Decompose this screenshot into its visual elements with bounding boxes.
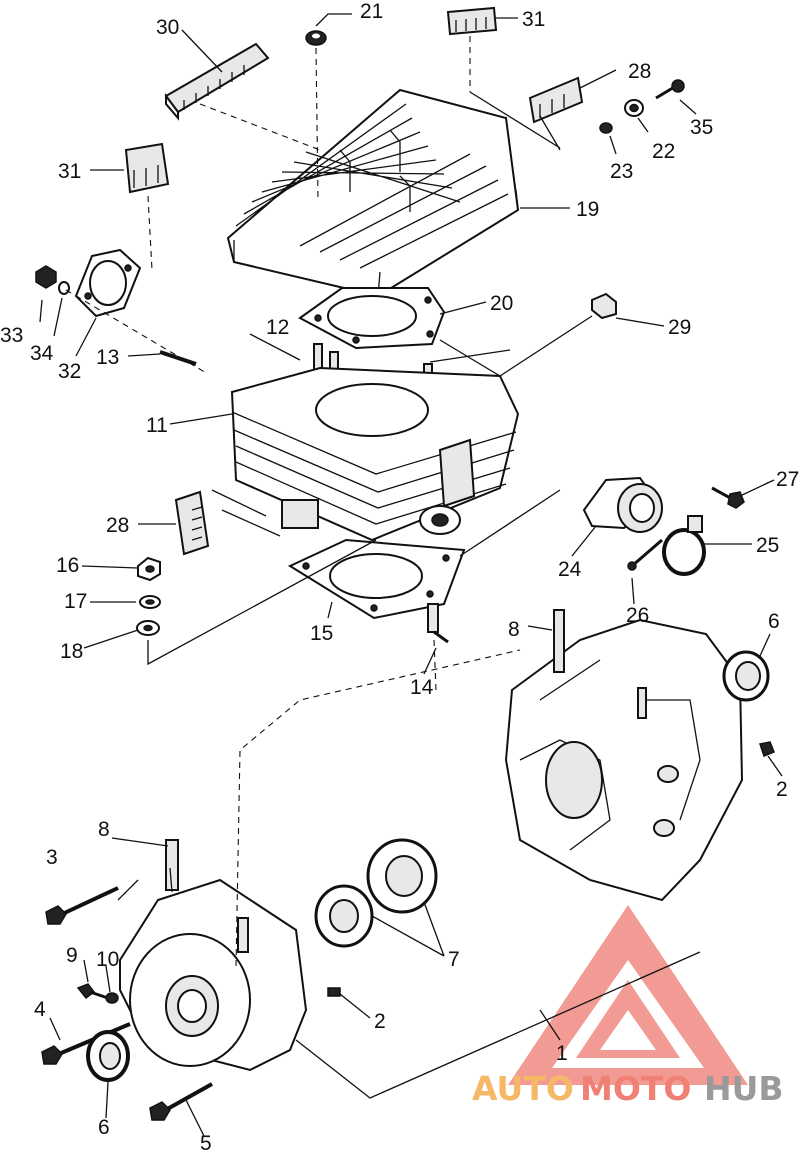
- part-crankcase-right-half: [504, 609, 744, 902]
- part-9-bolt: [76, 983, 109, 1000]
- callout-5: 5: [200, 1132, 212, 1153]
- callout-25: 25: [756, 534, 779, 557]
- part-6-seal-right: [722, 650, 770, 702]
- callout-22: 22: [652, 140, 675, 163]
- callout-1: 1: [556, 1042, 568, 1065]
- callout-12: 12: [266, 316, 289, 339]
- callout-8-left: 8: [98, 818, 110, 841]
- callout-9: 9: [66, 944, 78, 967]
- part-18-washer: [136, 620, 160, 636]
- part-19-cylinder-head: [226, 88, 520, 298]
- part-27-screw: [711, 486, 745, 509]
- part-2-pin-left: [327, 987, 341, 997]
- part-34-washer: [58, 281, 70, 295]
- callout-13: 13: [96, 346, 119, 369]
- callout-2-right: 2: [776, 778, 788, 801]
- callout-33: 33: [0, 324, 23, 347]
- callout-2-left: 2: [374, 1010, 386, 1033]
- part-10-washer: [105, 992, 119, 1004]
- part-crankcase-left-half: [119, 839, 308, 1072]
- callout-28-top: 28: [628, 60, 651, 83]
- watermark-auto: AUTO: [472, 1069, 574, 1108]
- callout-4: 4: [34, 998, 46, 1021]
- callout-26: 26: [626, 604, 649, 627]
- part-33-nut: [35, 265, 57, 289]
- callout-8-right: 8: [508, 618, 520, 641]
- part-3-bolt: [45, 886, 119, 925]
- part-6-seal-left: [86, 1030, 130, 1082]
- watermark-logo: [508, 905, 748, 1085]
- part-25-clamp: [662, 515, 706, 576]
- watermark-hub: HUB: [704, 1069, 784, 1108]
- part-2-pin-right: [759, 741, 775, 757]
- watermark-text: AUTO MOTO HUB: [472, 1069, 784, 1108]
- part-14-fitting: [427, 603, 449, 644]
- part-30-fin-bar: [164, 42, 270, 121]
- part-28-block-mid: [174, 490, 210, 556]
- watermark-moto: MOTO: [580, 1069, 691, 1108]
- part-16-nut: [137, 556, 161, 582]
- part-15-base-gasket: [287, 538, 466, 620]
- callout-29: 29: [668, 316, 691, 339]
- part-17-lockwasher: [139, 595, 161, 609]
- part-22-washer: [624, 99, 644, 117]
- callout-35: 35: [690, 116, 713, 139]
- callout-15: 15: [310, 622, 333, 645]
- callout-6-left: 6: [98, 1116, 110, 1139]
- assembly-lines: [65, 36, 701, 1099]
- callout-3: 3: [46, 846, 58, 869]
- callout-14: 14: [410, 676, 434, 699]
- part-26-screw: [627, 538, 663, 571]
- callout-21: 21: [360, 0, 383, 23]
- callout-11: 11: [146, 414, 168, 437]
- part-7-bearing-small: [314, 884, 374, 948]
- callout-24: 24: [558, 558, 582, 581]
- callout-18: 18: [60, 640, 83, 663]
- part-35-bolt: [655, 79, 685, 100]
- callout-6-right: 6: [768, 610, 780, 633]
- part-32-exhaust-gasket: [74, 248, 142, 318]
- part-28-block-top: [528, 76, 584, 124]
- callout-7: 7: [448, 948, 460, 971]
- callout-23: 23: [610, 160, 633, 183]
- part-24-intake-adaptor: [582, 476, 663, 533]
- callout-32: 32: [58, 360, 81, 383]
- part-7-bearing-large: [366, 838, 438, 914]
- callout-leaders: [39, 13, 783, 1137]
- part-21-nut: [305, 30, 327, 46]
- callout-31-top: 31: [522, 8, 545, 31]
- callout-17: 17: [64, 590, 87, 613]
- callout-27: 27: [776, 468, 799, 491]
- callout-31-left: 31: [58, 160, 81, 183]
- callout-34: 34: [30, 342, 54, 365]
- part-23-nut: [599, 122, 613, 134]
- part-31-block-left: [124, 142, 170, 194]
- callout-10: 10: [96, 948, 119, 971]
- callout-16: 16: [56, 554, 79, 577]
- part-11-cylinder: [230, 366, 520, 542]
- callout-20: 20: [490, 292, 513, 315]
- part-20-head-gasket: [298, 287, 446, 350]
- callout-28-mid: 28: [106, 514, 129, 537]
- part-13-pin: [159, 350, 197, 366]
- part-31-block-top: [446, 6, 498, 36]
- part-29-cap: [591, 292, 617, 320]
- callout-19: 19: [576, 198, 599, 221]
- callout-30: 30: [156, 16, 179, 39]
- part-5-bolt: [149, 1082, 213, 1121]
